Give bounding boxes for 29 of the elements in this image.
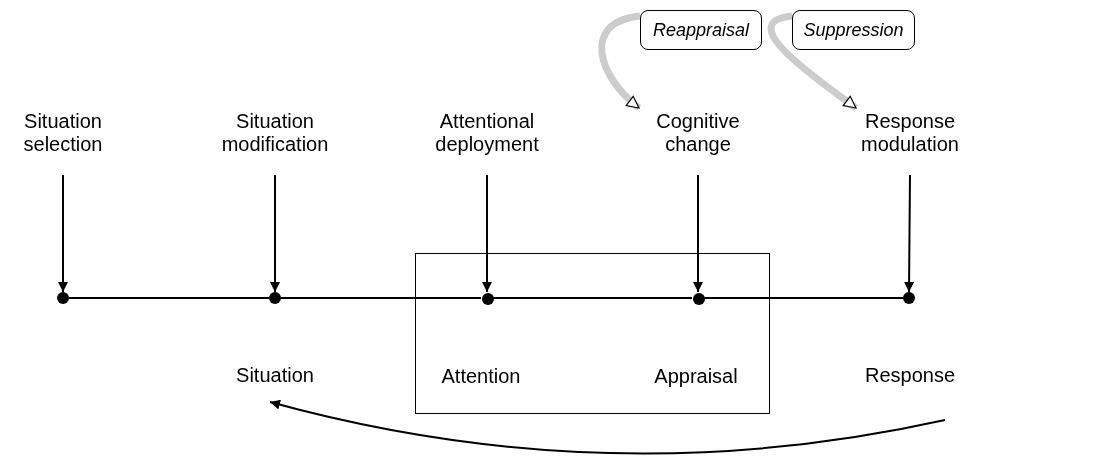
stage-label: Attentional deployment — [422, 110, 552, 160]
arrow — [270, 174, 280, 293]
stage-label: Situation selection — [8, 110, 118, 160]
stage-label: Appraisal — [641, 365, 751, 389]
timeline-dot — [693, 293, 705, 305]
timeline-segment — [280, 297, 482, 299]
arrow — [693, 174, 703, 293]
timeline-dot — [269, 292, 281, 304]
stage-label: Response — [860, 364, 960, 388]
timeline-segment — [492, 297, 693, 299]
timeline-dot — [903, 292, 915, 304]
curved-block-arrow — [598, 12, 642, 111]
arrow — [482, 174, 492, 293]
strategy-box: Suppression — [792, 10, 915, 50]
grouping-box — [415, 253, 770, 414]
strategy-box: Reappraisal — [640, 10, 762, 50]
timeline-segment — [68, 297, 270, 299]
stage-label: Cognitive change — [633, 110, 763, 160]
stage-label: Situation — [220, 364, 330, 388]
stage-label: Situation modification — [205, 110, 345, 160]
timeline-segment — [703, 297, 904, 299]
stage-label: Attention — [431, 365, 531, 389]
arrow — [904, 174, 915, 293]
arrow — [58, 174, 68, 293]
timeline-dot — [482, 293, 494, 305]
stage-label: Response modulation — [850, 110, 970, 160]
curved-arrow — [269, 399, 946, 455]
curved-block-arrow — [767, 12, 859, 111]
timeline-dot — [57, 292, 69, 304]
